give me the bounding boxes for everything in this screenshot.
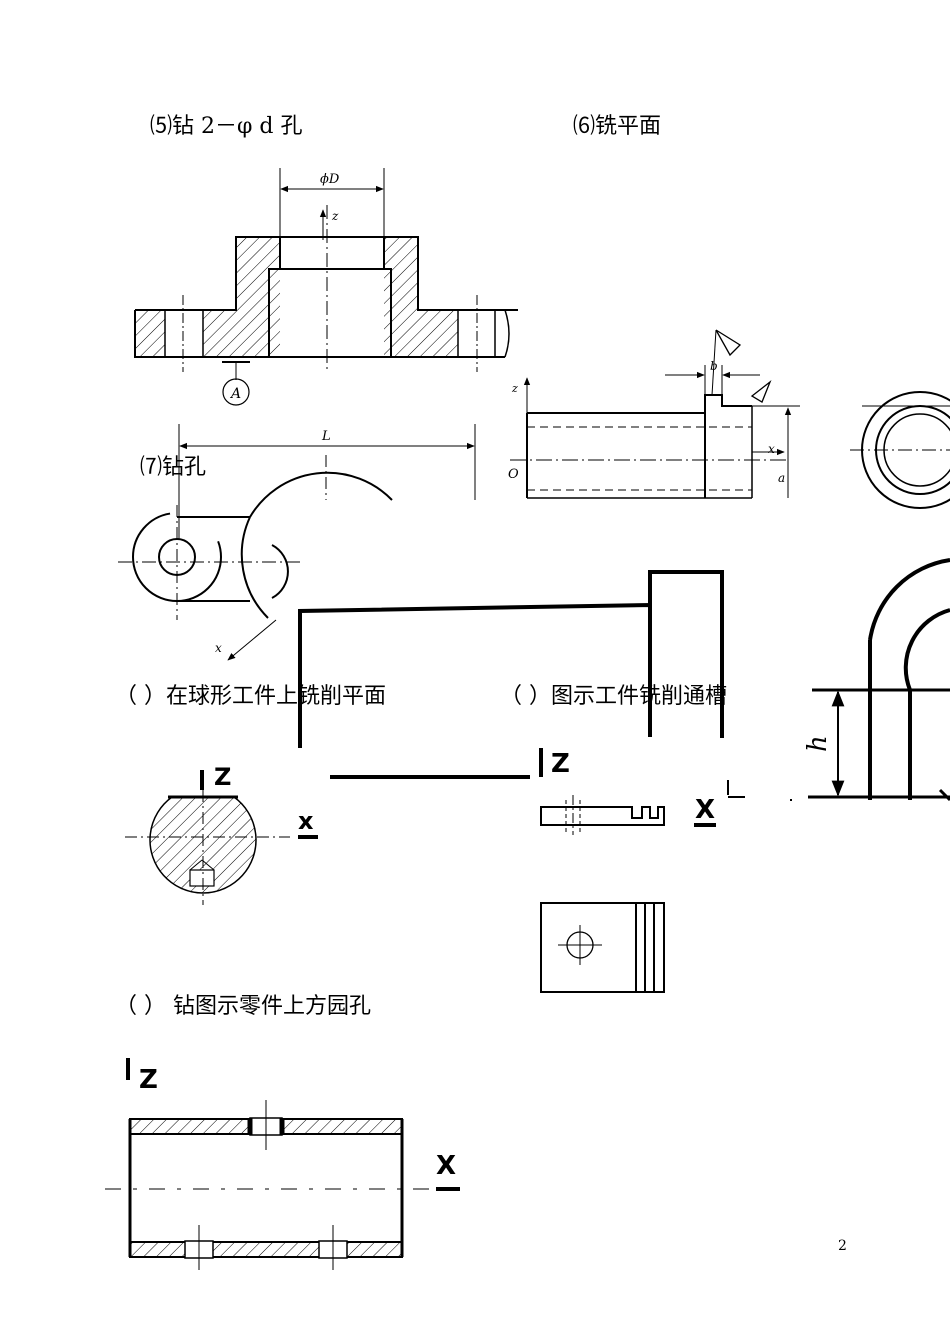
figure-7-link <box>118 424 476 661</box>
dim-L: L <box>321 429 331 444</box>
caption-6: ⑹铣平面 <box>573 114 662 139</box>
axis-x-fig6: x <box>768 442 775 456</box>
axis-Z-slot: Z <box>551 749 570 779</box>
figure-6-shaft <box>510 329 950 509</box>
axis-x-fig7: x <box>215 641 222 655</box>
caption-5: ⑸钻 2－φ d 孔 <box>150 114 303 139</box>
datum-A: A <box>229 386 241 402</box>
figure-slot <box>539 748 716 993</box>
figure-sphere <box>125 770 318 905</box>
axis-X-tube: X <box>436 1151 456 1181</box>
figure-5-flange <box>134 168 518 406</box>
caption-hole-drilling: （ ） 钻图示零件上方园孔 <box>115 994 371 1019</box>
axis-Z-sphere: Z <box>214 763 231 791</box>
figure-bolt-overlay <box>298 558 950 802</box>
axis-X-slot: X <box>695 795 715 825</box>
caption-slot-milling: （ ）图示工件铣削通槽 <box>500 684 727 709</box>
axis-x-sphere: x <box>298 807 314 835</box>
origin-O: O <box>508 467 519 482</box>
page-number: 2 <box>838 1238 847 1254</box>
dim-h: h <box>803 735 833 752</box>
caption-sphere-milling: （ ）在球形工件上铣削平面 <box>115 684 386 709</box>
dim-b: b <box>710 359 718 373</box>
axis-z-fig6: z <box>511 382 518 395</box>
axis-z-fig5: z <box>331 209 339 223</box>
axis-Z-tube: Z <box>139 1065 158 1095</box>
dim-a: a <box>778 471 785 485</box>
dim-phiD: ϕD <box>320 172 340 187</box>
figure-tube <box>105 1058 460 1270</box>
caption-7: ⑺钻孔 <box>140 455 207 480</box>
